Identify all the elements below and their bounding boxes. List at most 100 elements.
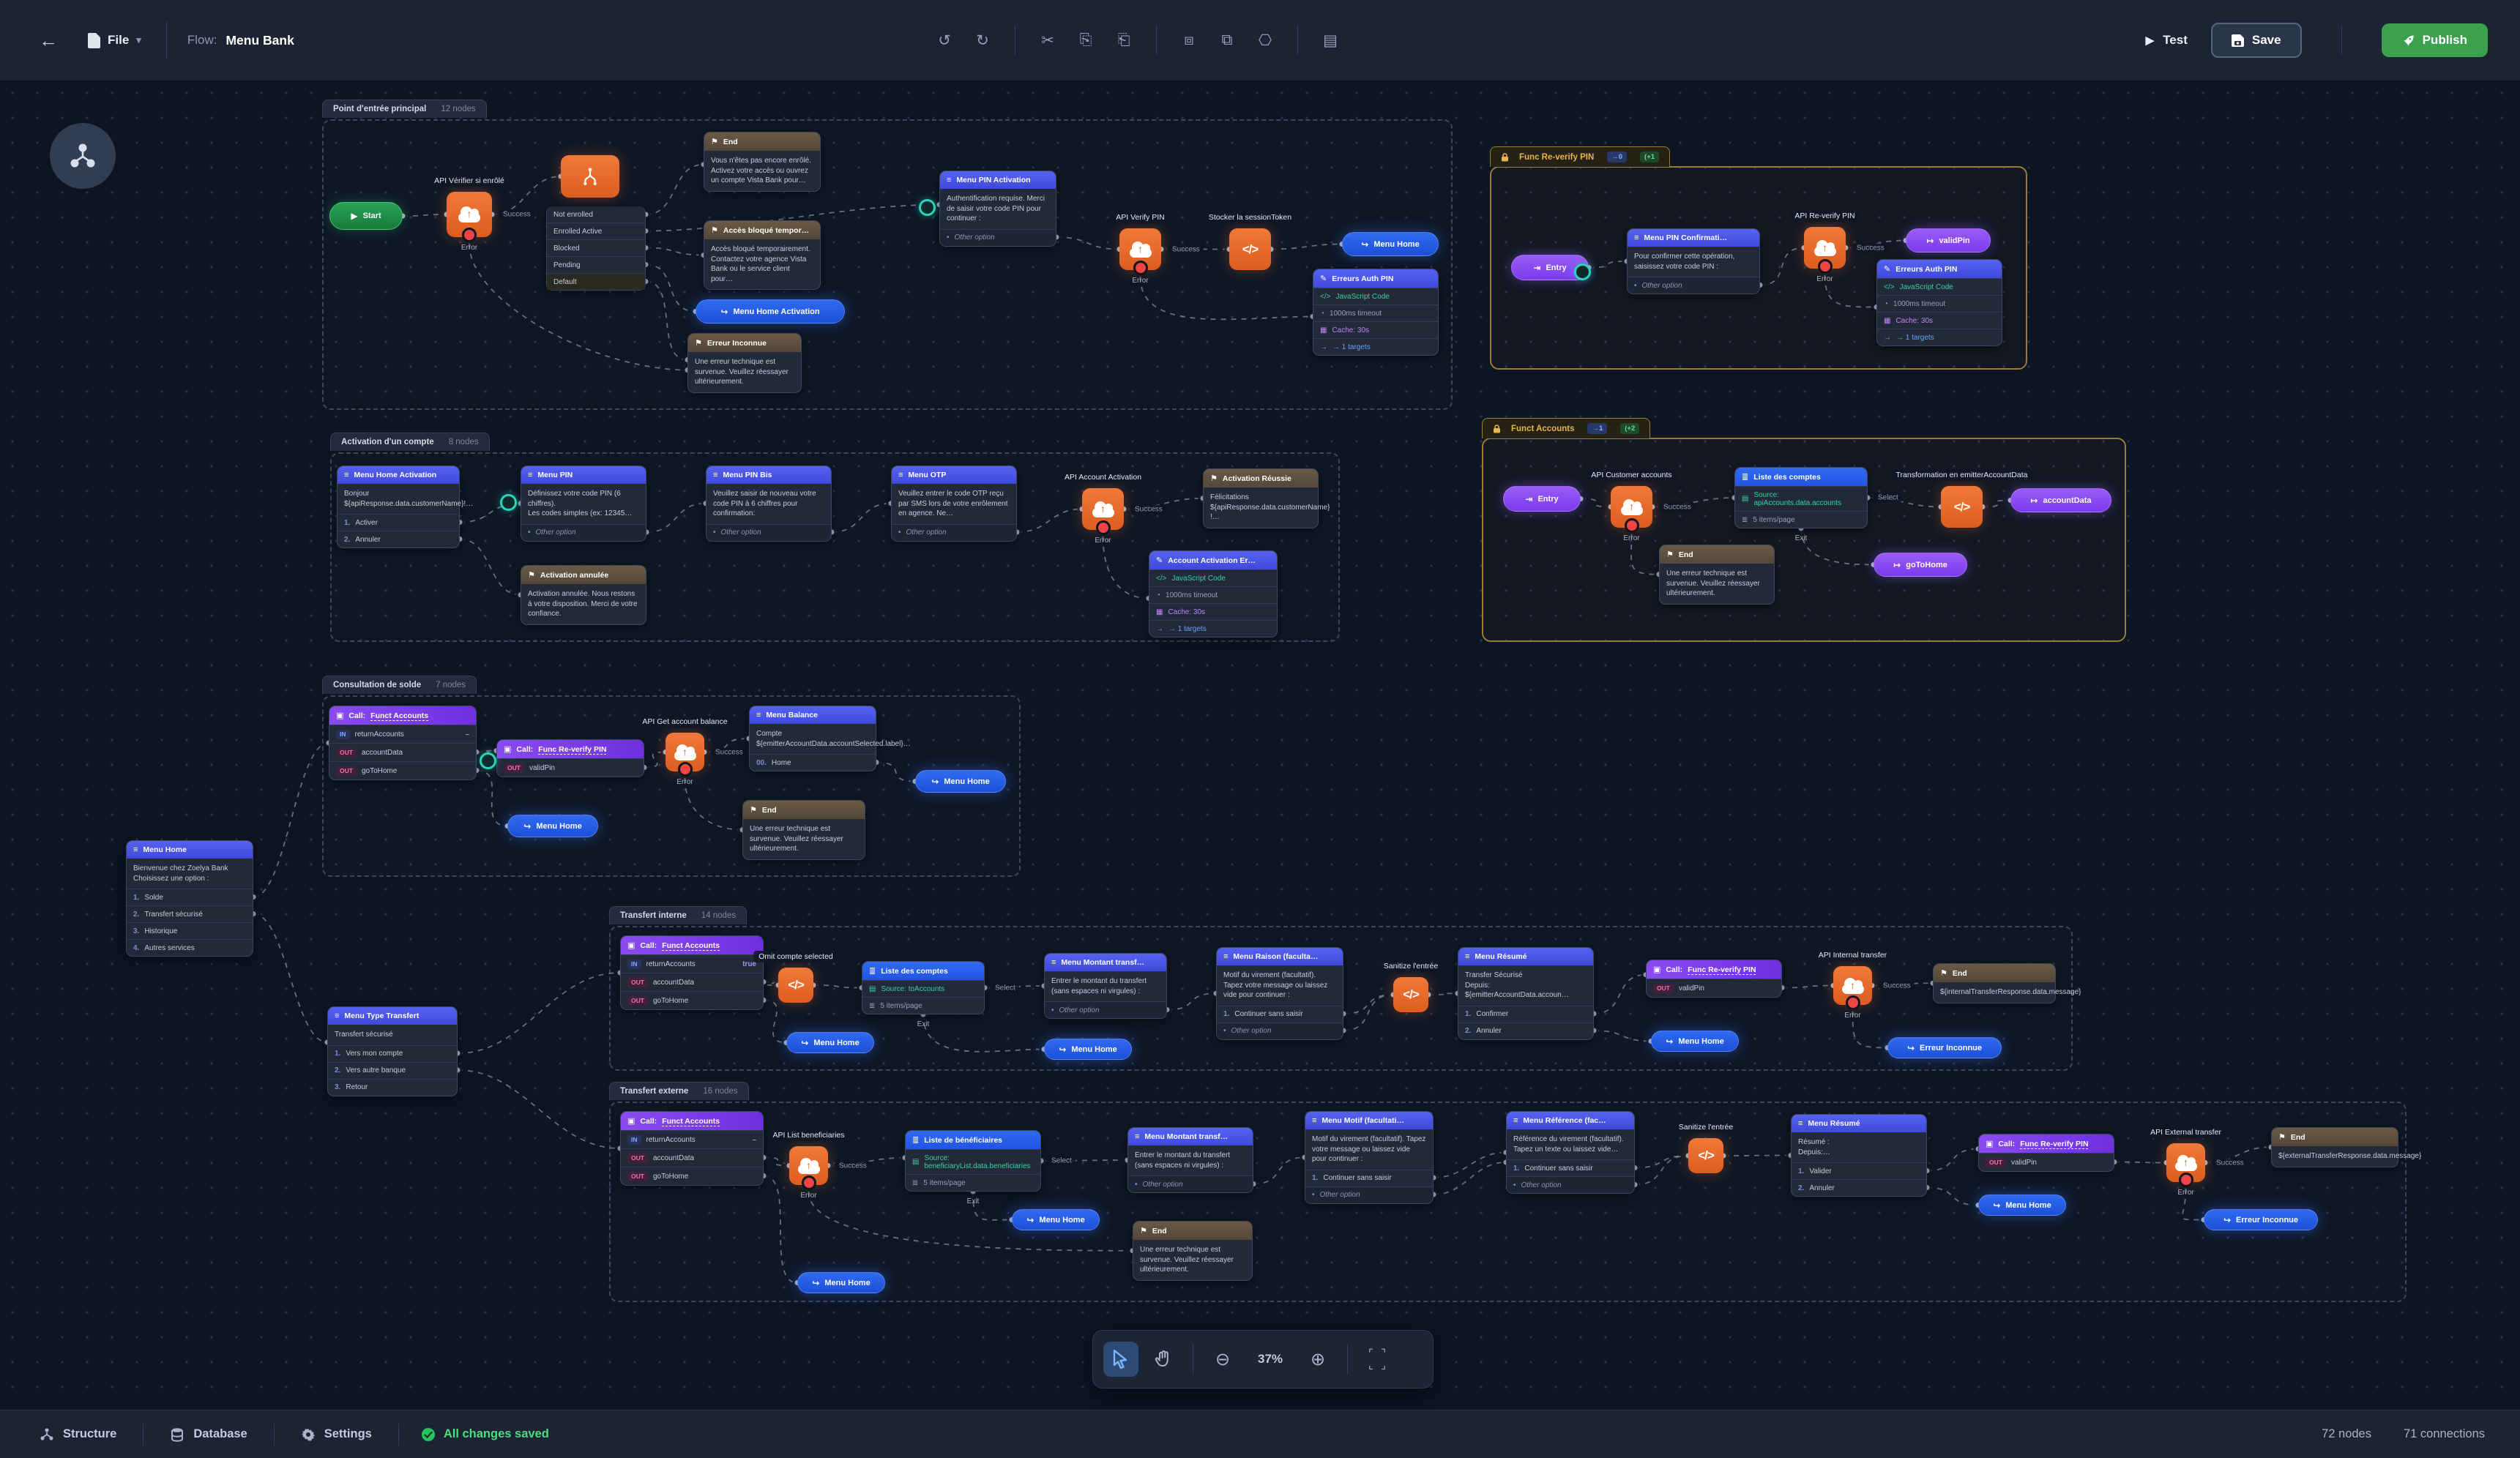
node-stocker[interactable]: </>Stocker la sessionToken	[1203, 212, 1297, 270]
called-function-link[interactable]: Func Re-verify PIN	[538, 744, 607, 754]
paste-button[interactable]: ⎗	[1108, 24, 1140, 56]
node-sanitize7[interactable]: </>Sanitize l'entrée	[1673, 1121, 1739, 1173]
zoom-in-button[interactable]: ⊕	[1300, 1342, 1335, 1377]
node-row[interactable]: •Other option	[1628, 277, 1759, 294]
node-menuMotif7[interactable]: ≡Menu Motif (facultati…Motif du virement…	[1305, 1111, 1434, 1204]
cut-button[interactable]: ✂	[1032, 24, 1064, 56]
node-row[interactable]: •Other option	[1045, 1001, 1166, 1018]
node-row[interactable]: →→ 1 targets	[1877, 329, 2002, 345]
map-button[interactable]: ▤	[1314, 24, 1346, 56]
node-row[interactable]: </>JavaScript Code	[1149, 569, 1277, 586]
node-liste7[interactable]: ≣Liste de bénéficiaires▤Source: benefici…	[905, 1130, 1076, 1205]
undo-button[interactable]: ↺	[928, 24, 961, 56]
node-row[interactable]: ◔1000ms timeout	[1877, 295, 2002, 312]
structure-button[interactable]: Structure	[35, 1427, 121, 1443]
node-row[interactable]: →→ 1 targets	[1149, 620, 1277, 637]
node-row[interactable]: ◔1000ms timeout	[1313, 304, 1438, 321]
node-errIncPill7[interactable]: ↪Erreur Inconnue	[2204, 1209, 2318, 1230]
node-mhPill6a[interactable]: ↪Menu Home	[786, 1032, 874, 1053]
node-menuRaison6[interactable]: ≡Menu Raison (faculta…Motif du virement …	[1216, 947, 1343, 1040]
node-errAuth2[interactable]: ✎Erreurs Auth PIN</>JavaScript Code◔1000…	[1876, 259, 2002, 346]
called-function-link[interactable]: Func Re-verify PIN	[1688, 965, 1756, 974]
redo-button[interactable]: ↻	[966, 24, 999, 56]
node-row[interactable]: →→ 1 targets	[1313, 338, 1438, 355]
node-menuRef7[interactable]: ≡Menu Référence (fac…Référence du vireme…	[1506, 1111, 1635, 1194]
node-mhPill7c[interactable]: ↪Menu Home	[1978, 1195, 2066, 1216]
node-row[interactable]: •Other option	[940, 228, 1056, 246]
node-accData4[interactable]: ↦accountData	[2010, 488, 2111, 512]
node-mhPill7b[interactable]: ↪Menu Home	[797, 1272, 885, 1293]
box-button[interactable]: ⎔	[1249, 24, 1281, 56]
node-row[interactable]: •Other option	[1128, 1175, 1253, 1192]
called-function-link[interactable]: Funct Accounts	[370, 711, 429, 720]
node-row[interactable]: 2.Annuler	[1458, 1022, 1593, 1039]
zoom-out-button[interactable]: ⊖	[1205, 1342, 1240, 1377]
node-menuMont6[interactable]: ≡Menu Montant transf…Entrer le montant d…	[1044, 953, 1167, 1019]
pan-tool-button[interactable]	[1146, 1342, 1181, 1377]
node-row[interactable]: •Other option	[1507, 1176, 1634, 1193]
node-row[interactable]: 1.Confirmer	[1458, 1005, 1593, 1023]
called-function-link[interactable]: Funct Accounts	[662, 1116, 720, 1126]
file-menu-button[interactable]: File ▾	[83, 32, 146, 49]
node-row[interactable]: 2.Annuler	[1792, 1179, 1926, 1196]
node-row[interactable]: 1.Continuer sans saisir	[1305, 1169, 1433, 1186]
node-errAuth1[interactable]: ✎Erreurs Auth PIN</>JavaScript Code◔1000…	[1313, 269, 1439, 356]
node-mhPill6b[interactable]: ↪Menu Home	[1044, 1039, 1132, 1060]
node-row[interactable]: ▦Cache: 30s	[1149, 603, 1277, 620]
node-row[interactable]: •Other option	[1305, 1186, 1433, 1203]
node-row[interactable]: 4.Autres services	[127, 939, 253, 956]
node-row[interactable]: </>JavaScript Code	[1313, 288, 1438, 304]
back-button[interactable]: ←	[32, 24, 64, 56]
node-row[interactable]: Not enrolled	[547, 206, 645, 223]
node-transform4[interactable]: </>Transformation en emitterAccountData	[1890, 469, 2033, 528]
node-row[interactable]: ▦Cache: 30s	[1313, 321, 1438, 338]
group-tab-g2[interactable]: Func Re-verify PIN→0(+1	[1490, 146, 1671, 167]
settings-button[interactable]: Settings	[297, 1427, 376, 1443]
node-row[interactable]: 1.Vers mon compte	[328, 1044, 457, 1062]
node-row[interactable]: 1.Activer	[338, 514, 459, 531]
node-liste4[interactable]: ≣Liste des comptes▤Source: apiAccounts.d…	[1734, 467, 1902, 542]
node-row[interactable]: Pending	[547, 256, 645, 273]
node-row[interactable]: 1.Continuer sans saisir	[1507, 1159, 1634, 1176]
node-menuPinConf[interactable]: ≡Menu PIN Confirmati…Pour confirmer cett…	[1627, 228, 1760, 294]
node-menuMont7[interactable]: ≡Menu Montant transf…Entrer le montant d…	[1127, 1127, 1253, 1193]
node-errIncPill6[interactable]: ↪Erreur Inconnue	[1887, 1037, 2002, 1058]
node-row[interactable]: 2.Transfert sécurisé	[127, 905, 253, 922]
group-tab-g4[interactable]: Funct Accounts→1(+2	[1482, 418, 1651, 438]
node-mhPill6c[interactable]: ↪Menu Home	[1651, 1031, 1739, 1052]
node-row[interactable]: •Other option	[1217, 1022, 1343, 1039]
node-mhaPill[interactable]: ↪Menu Home Activation	[696, 299, 845, 324]
node-row[interactable]: 2.Annuler	[338, 531, 459, 547]
node-start[interactable]: ▶Start	[329, 202, 403, 230]
